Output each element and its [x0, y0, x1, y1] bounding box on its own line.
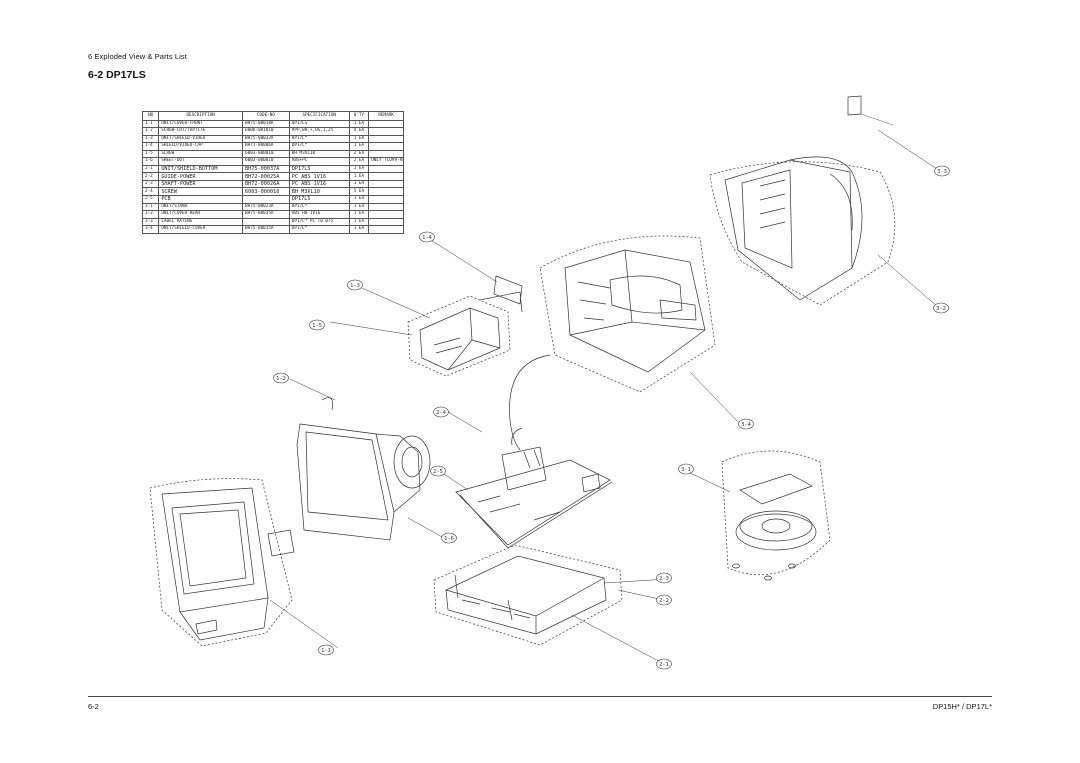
video-shield-drawing — [407, 275, 523, 377]
column-header: REMARK — [368, 111, 404, 121]
callout-marker: 1-3 — [347, 279, 363, 291]
shield-assembly-drawing — [539, 235, 716, 393]
callout-label: 3-3 — [937, 169, 947, 175]
callout-marker: 2-3 — [656, 572, 672, 584]
stand-drawing — [721, 450, 831, 581]
callout-label: 2-5 — [433, 469, 443, 475]
callout-marker: 3-1 — [678, 463, 694, 475]
bottom-shield-drawing — [433, 544, 623, 646]
callout-label: 1-5 — [312, 323, 322, 329]
footer-divider — [88, 696, 992, 697]
callout-label: 1-4 — [422, 235, 432, 241]
cell-desc: UNIT/SHIELD-COVER — [158, 225, 244, 234]
cell-spec: DP17L* — [288, 225, 350, 234]
callout-marker: 3-3 — [934, 165, 950, 177]
front-cover-drawing — [149, 478, 295, 647]
callout-marker: 1-4 — [419, 231, 435, 243]
model-footer: DP15H* / DP17L* — [932, 702, 992, 711]
page-title: 6-2 DP17LS — [88, 69, 146, 81]
callout-marker: 1-2 — [273, 372, 289, 384]
callout-marker: 3-2 — [933, 302, 949, 314]
callout-label: 1-6 — [444, 536, 454, 542]
callout-label: 2-4 — [436, 410, 446, 416]
pcb-drawing — [455, 354, 613, 549]
callout-marker: 2-2 — [656, 594, 672, 606]
callout-marker: 2-5 — [430, 465, 446, 477]
callout-label: 3-1 — [681, 467, 691, 473]
label-rating-sheet — [847, 95, 862, 116]
column-header: DESCRIPTION — [158, 111, 244, 121]
cell-no: 3-4 — [141, 225, 160, 234]
cell-remark — [368, 225, 404, 234]
callout-marker: 1-5 — [309, 319, 325, 331]
section-header: 6 Exploded View & Parts List — [88, 52, 187, 61]
callout-label: 1-2 — [276, 376, 286, 382]
callout-label: 2-2 — [659, 598, 669, 604]
callout-label: 2-1 — [659, 662, 669, 668]
leader-lines — [269, 129, 941, 665]
column-header: NO — [141, 111, 160, 121]
callout-label: 3-2 — [936, 306, 946, 312]
column-header: SPECIFICATION — [288, 111, 350, 121]
parts-table-header: NO DESCRIPTION CODE-NO SPECIFICATION Q'T… — [141, 111, 404, 121]
callout-label: 1-3 — [350, 283, 360, 289]
callout-marker: 1-6 — [441, 532, 457, 544]
callout-label: 1-1 — [321, 648, 331, 654]
parts-table: NO DESCRIPTION CODE-NO SPECIFICATION Q'T… — [141, 111, 404, 234]
callout-label: 3-4 — [741, 422, 751, 428]
callout-marker: 2-1 — [656, 658, 672, 670]
callout-marker: 1-1 — [318, 644, 334, 656]
crt-tube-drawing — [296, 397, 431, 541]
callout-marker: 2-4 — [433, 406, 449, 418]
page-number: 6-2 — [88, 702, 99, 711]
rear-cover-drawing — [709, 156, 896, 306]
callout-label: 2-3 — [659, 576, 669, 582]
callout-marker: 3-4 — [738, 418, 754, 430]
